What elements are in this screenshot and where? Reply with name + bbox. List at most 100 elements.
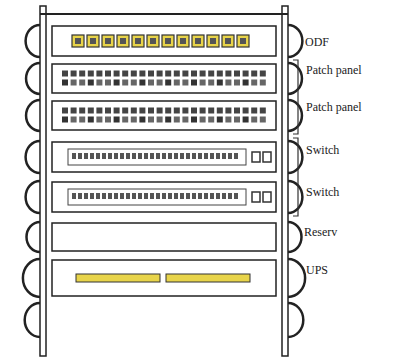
switch-port — [144, 193, 148, 199]
fiber-port-hole — [90, 38, 96, 44]
switch-port — [204, 153, 208, 159]
switch-port — [186, 193, 190, 199]
patch-port — [174, 117, 180, 123]
patch-port — [225, 117, 231, 123]
switch-port — [120, 193, 124, 199]
switch-port — [96, 193, 100, 199]
switch-port — [234, 153, 238, 159]
fiber-port-hole — [135, 38, 141, 44]
group-bracket — [293, 60, 298, 134]
patch-port — [182, 117, 188, 123]
patch-port — [200, 117, 206, 123]
switch-port — [198, 193, 202, 199]
patch-port — [182, 80, 188, 86]
fiber-port-hole — [120, 38, 126, 44]
switch-port — [72, 153, 76, 159]
rack-top — [40, 13, 288, 15]
patch-port — [71, 71, 77, 77]
fiber-port — [72, 35, 84, 47]
switch-port — [114, 153, 118, 159]
patch-port — [234, 108, 240, 114]
patch-port — [208, 80, 214, 86]
patch-port — [148, 108, 154, 114]
rack-unit — [52, 182, 276, 212]
switch-port — [216, 153, 220, 159]
switch-port — [162, 153, 166, 159]
group-bracket — [293, 138, 298, 216]
switch-port — [132, 153, 136, 159]
patch-port — [251, 80, 257, 86]
fiber-port — [87, 35, 99, 47]
switch-port — [222, 153, 226, 159]
cable-ring — [26, 141, 40, 173]
patch-port — [217, 108, 223, 114]
fiber-port-hole — [195, 38, 201, 44]
switch-port — [150, 193, 154, 199]
switch-port — [126, 193, 130, 199]
fiber-port-hole — [180, 38, 186, 44]
switch-port — [102, 193, 106, 199]
part-label: Switch — [306, 143, 339, 157]
patch-port — [139, 71, 145, 77]
switch-port — [192, 193, 196, 199]
patch-port — [105, 117, 111, 123]
patch-port — [88, 71, 94, 77]
patch-port — [208, 108, 214, 114]
uplink-port — [263, 192, 271, 202]
fiber-port — [102, 35, 114, 47]
switch-port — [186, 153, 190, 159]
part-label: Switch — [306, 185, 339, 199]
patch-port — [191, 71, 197, 77]
rack-unit — [52, 142, 276, 172]
switch-port — [132, 193, 136, 199]
cable-ring — [27, 222, 40, 252]
patch-port — [225, 108, 231, 114]
patch-port — [148, 71, 154, 77]
switch-port — [174, 153, 178, 159]
patch-port — [251, 108, 257, 114]
switch-port — [108, 193, 112, 199]
patch-port — [217, 117, 223, 123]
patch-port — [243, 108, 249, 114]
fiber-port-hole — [105, 38, 111, 44]
patch-port — [191, 108, 197, 114]
cable-ring — [25, 303, 40, 337]
patch-port — [96, 80, 102, 86]
patch-port — [131, 117, 137, 123]
patch-port — [114, 117, 120, 123]
patch-port — [96, 71, 102, 77]
patch-port — [191, 117, 197, 123]
uplink-port — [252, 192, 260, 202]
switch-port — [234, 193, 238, 199]
patch-port — [234, 71, 240, 77]
switch-port — [102, 153, 106, 159]
switch-port — [114, 193, 118, 199]
cable-ring — [288, 259, 305, 297]
switch-port — [210, 193, 214, 199]
patch-port — [114, 108, 120, 114]
patch-port — [62, 71, 68, 77]
patch-port — [71, 80, 77, 86]
patch-port — [105, 108, 111, 114]
switch-panel — [68, 189, 246, 205]
ups-bar — [166, 274, 250, 282]
fiber-port-hole — [240, 38, 246, 44]
patch-port — [122, 117, 128, 123]
patch-port — [165, 71, 171, 77]
cable-ring — [26, 181, 40, 213]
patch-port — [174, 108, 180, 114]
patch-port — [243, 117, 249, 123]
uplink-port — [263, 152, 271, 162]
patch-port — [114, 71, 120, 77]
switch-port — [156, 193, 160, 199]
fiber-port-hole — [210, 38, 216, 44]
fiber-port — [207, 35, 219, 47]
rack-post — [282, 6, 288, 356]
patch-port — [165, 117, 171, 123]
rack-unit — [52, 260, 276, 296]
patch-port — [122, 80, 128, 86]
cable-ring — [26, 63, 40, 94]
patch-port — [251, 117, 257, 123]
patch-port — [114, 80, 120, 86]
patch-port — [157, 117, 163, 123]
